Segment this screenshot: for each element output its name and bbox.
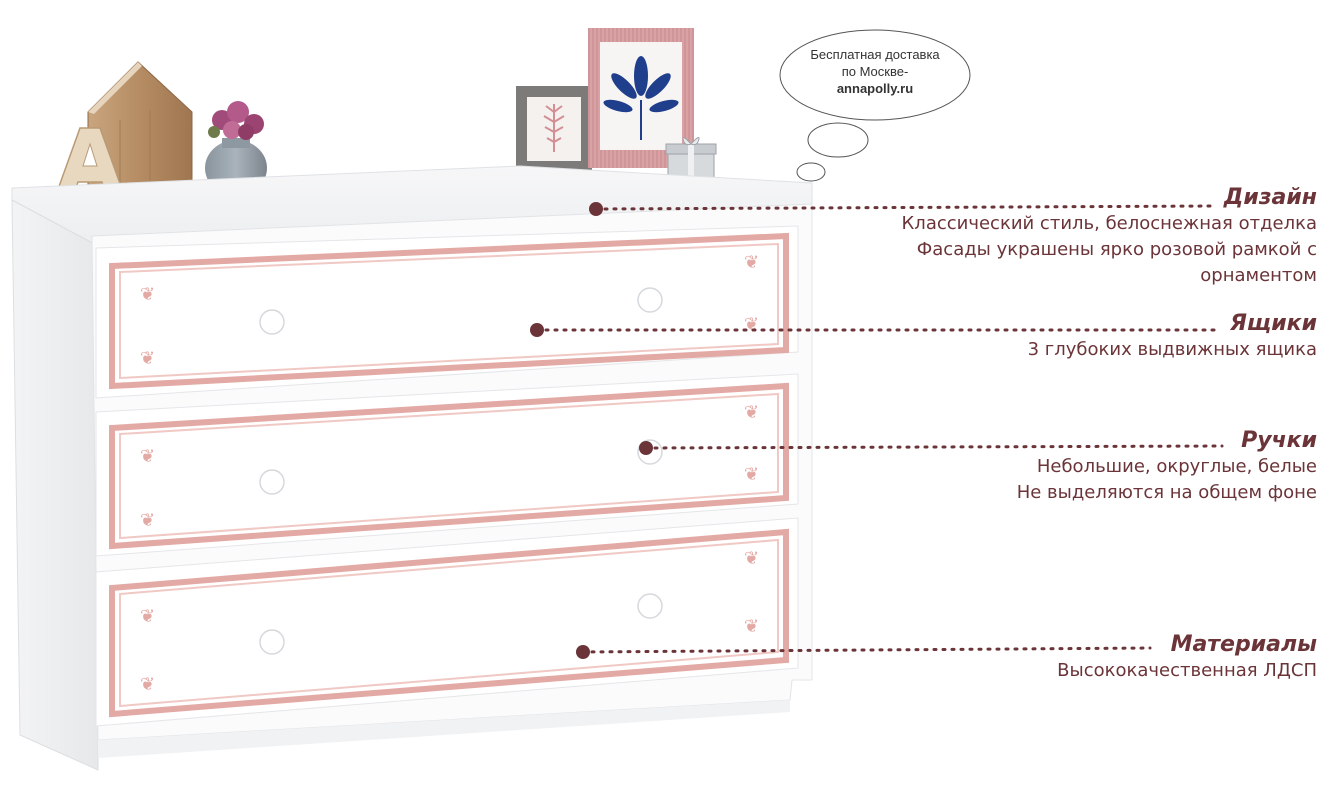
svg-text:❦: ❦ (140, 510, 155, 531)
svg-text:❦: ❦ (744, 548, 759, 569)
svg-text:❦: ❦ (140, 606, 155, 627)
svg-text:❦: ❦ (744, 402, 759, 423)
callout-design-line-1: Классический стиль, белоснежная отделка (901, 213, 1317, 234)
callout-pointers (530, 202, 1224, 659)
callout-materials: Материалы Высококачественная ЛДСП (1057, 632, 1317, 684)
callout-drawers-line-1: 3 глубоких выдвижных ящика (1027, 339, 1317, 360)
svg-text:❦: ❦ (140, 284, 155, 305)
callout-handles-title: Ручки (1241, 428, 1317, 453)
bubble-site-link[interactable]: annapolly.ru (836, 81, 914, 96)
svg-text:❦: ❦ (140, 674, 155, 695)
drawer-2: ❦ ❦ ❦ ❦ (95, 373, 799, 557)
drawer-1: ❦ ❦ ❦ ❦ (95, 225, 799, 399)
wooden-house-decor (87, 61, 193, 197)
drawer-3: ❦ ❦ ❦ ❦ (95, 517, 799, 727)
svg-text:❦: ❦ (744, 464, 759, 485)
callout-design-line-3: орнаментом (1200, 265, 1317, 286)
callout-drawers: Ящики 3 глубоких выдвижных ящика (1028, 311, 1317, 363)
callout-handles: Ручки Небольшие, округлые, белые Не выде… (1017, 428, 1317, 506)
svg-text:❦: ❦ (140, 348, 155, 369)
dresser-illustration: ❦ ❦ ❦ ❦ ❦ ❦ ❦ ❦ ❦ ❦ ❦ ❦ (11, 165, 813, 771)
callout-design: Дизайн Классический стиль, белоснежная о… (902, 185, 1317, 289)
callout-design-line-2: Фасады украшены ярко розовой рамкой с (916, 239, 1317, 260)
small-photo-frame-decor (516, 86, 592, 172)
svg-text:❦: ❦ (744, 314, 759, 335)
delivery-bubble: Бесплатная доставка по Москве- annapolly… (781, 32, 969, 120)
callout-handles-line-2: Не выделяются на общем фоне (1016, 482, 1317, 503)
callout-drawers-title: Ящики (1229, 311, 1317, 336)
delivery-bubble-shape (779, 29, 971, 182)
drawers-marker (530, 323, 544, 337)
materials-marker (576, 645, 590, 659)
svg-text:❦: ❦ (140, 446, 155, 467)
svg-text:❦: ❦ (744, 616, 759, 637)
handles-marker (639, 441, 653, 455)
callout-materials-title: Материалы (1170, 632, 1317, 657)
bubble-line-2: по Москве- (841, 64, 909, 79)
bubble-line-1: Бесплатная доставка (810, 47, 940, 62)
callout-design-title: Дизайн (1223, 185, 1317, 210)
svg-text:❦: ❦ (744, 252, 759, 273)
design-marker (589, 202, 603, 216)
callout-handles-line-1: Небольшие, округлые, белые (1036, 456, 1317, 477)
callout-materials-line-1: Высококачественная ЛДСП (1057, 660, 1317, 681)
